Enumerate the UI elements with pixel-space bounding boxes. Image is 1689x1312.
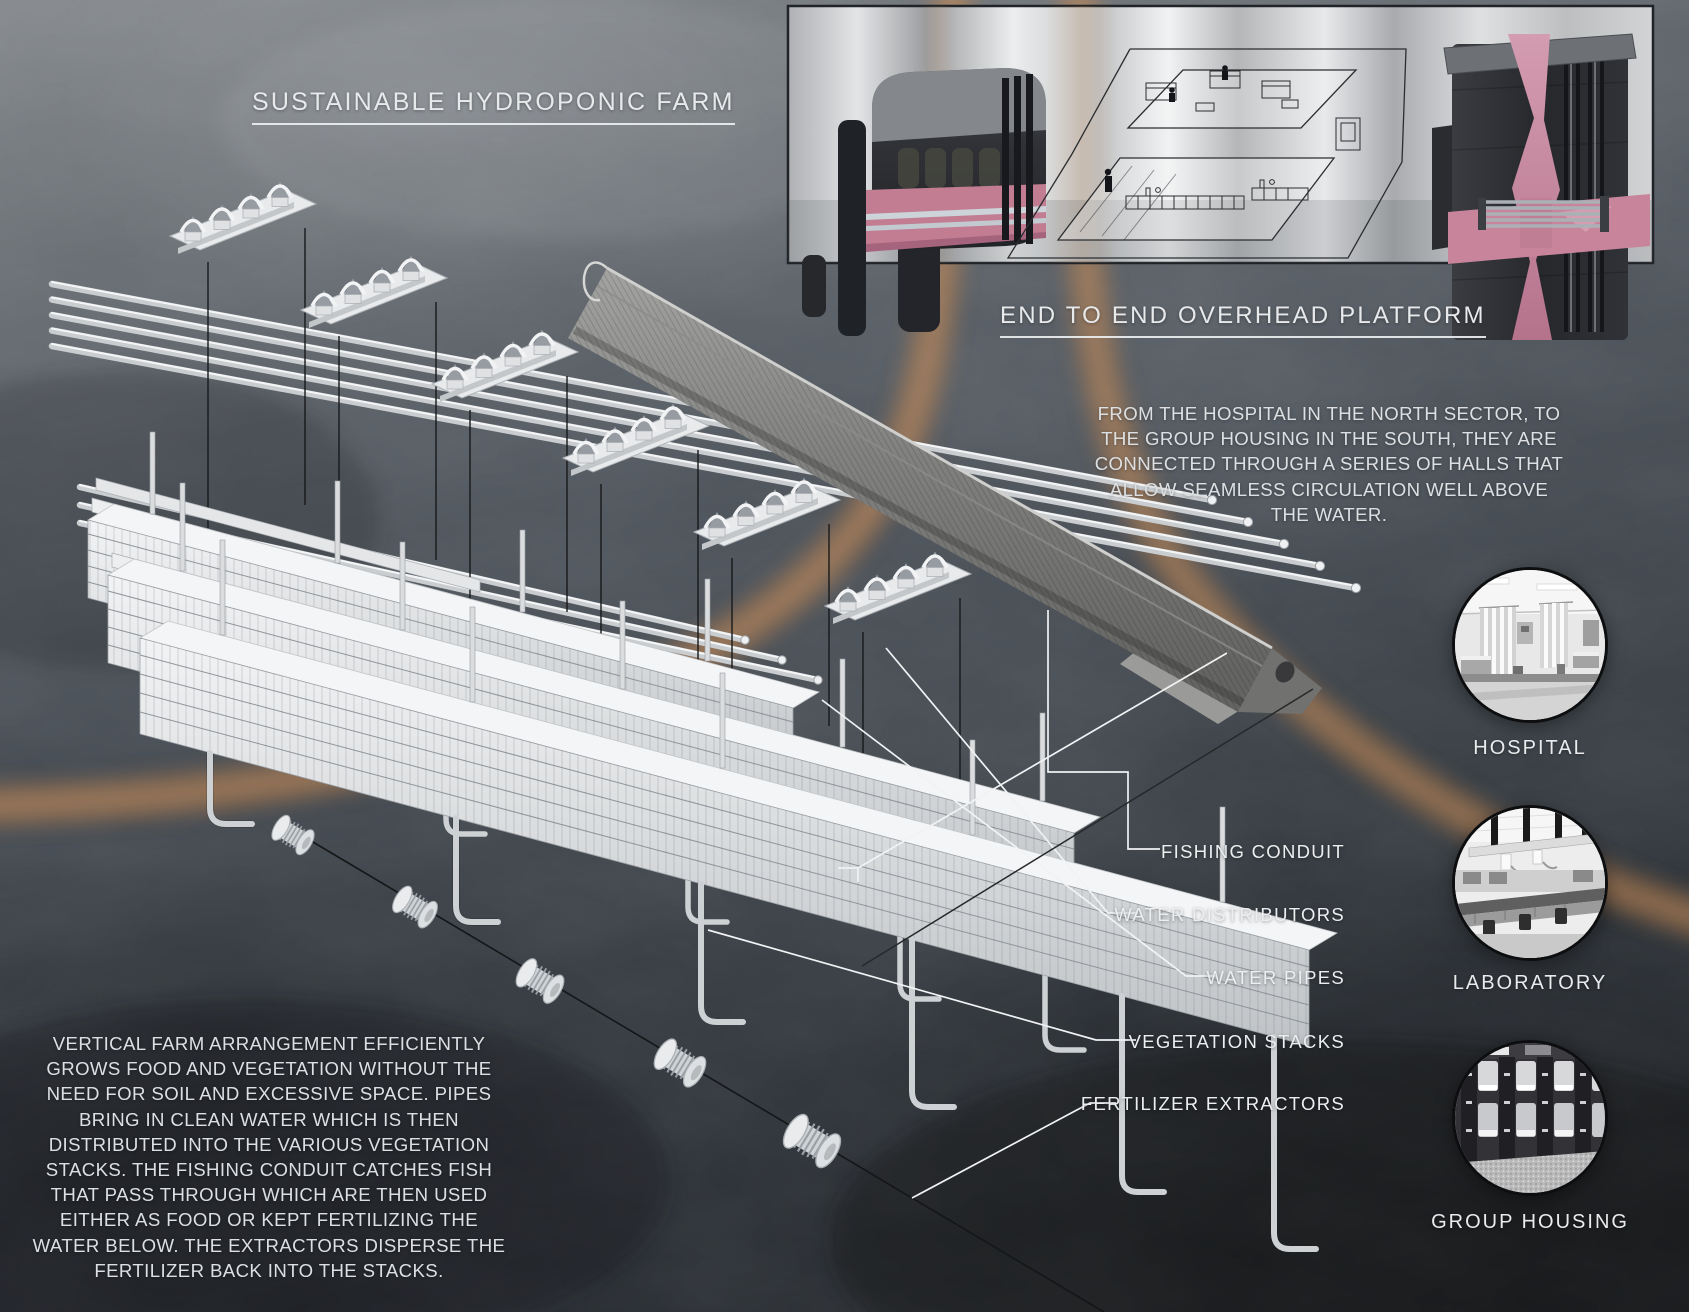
group-housing-photo-circle xyxy=(1452,1040,1608,1196)
platform-heading-text: END TO END OVERHEAD PLATFORM xyxy=(1000,302,1486,338)
hospital-photo-circle xyxy=(1452,567,1608,723)
callout-water-pipes: WATER PIPES xyxy=(1206,967,1345,988)
transit-pod-image xyxy=(866,68,1046,252)
hospital-label: HOSPITAL xyxy=(1473,737,1587,759)
farm-description: VERTICAL FARM ARRANGEMENT EFFICIENTLY GR… xyxy=(32,1033,506,1281)
overhead-platform-inset-panel xyxy=(786,4,1655,340)
fishing-conduit-render xyxy=(568,261,1322,724)
platform-heading: END TO END OVERHEAD PLATFORM xyxy=(1000,302,1486,338)
vegetation-stacks-render xyxy=(86,431,1339,1252)
page-title: SUSTAINABLE HYDROPONIC FARM xyxy=(252,88,735,125)
callout-fertilizer-extractors: FERTILIZER EXTRACTORS xyxy=(1080,1093,1345,1114)
pod-pillars xyxy=(802,120,940,336)
fertilizer-extractors-render xyxy=(267,811,1105,1312)
laboratory-label: LABORATORY xyxy=(1452,972,1608,994)
laboratory-photo-circle xyxy=(1452,805,1608,961)
group-housing-label: GROUP HOUSING xyxy=(1431,1211,1629,1233)
hospital-photo xyxy=(1455,570,1605,720)
callout-vegetation-stacks: VEGETATION STACKS xyxy=(1128,1031,1345,1052)
callout-water-distributors: WATER DISTRIBUTORS xyxy=(1114,904,1345,925)
housing-tower-image xyxy=(1432,33,1650,340)
laboratory-photo xyxy=(1455,808,1605,958)
platform-description: FROM THE HOSPITAL IN THE NORTH SECTOR, T… xyxy=(1094,403,1564,525)
page-title-text: SUSTAINABLE HYDROPONIC FARM xyxy=(252,88,735,125)
group-housing-photo xyxy=(1455,1043,1605,1193)
interior-line-drawing xyxy=(1006,48,1407,259)
callout-leader-lines xyxy=(707,610,1314,1199)
callout-fishing-conduit: FISHING CONDUIT xyxy=(1161,841,1345,862)
